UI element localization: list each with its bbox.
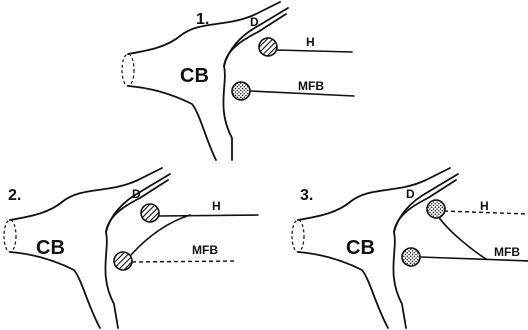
panel-2: 2. CB D H MFB <box>3 167 259 329</box>
axon-stub-1 <box>121 53 135 87</box>
cell-body-label-2: CB <box>36 237 65 259</box>
h-axon-2 <box>157 214 259 217</box>
dendrite-label-3: D <box>406 187 415 201</box>
dendrite-label-2: D <box>132 187 141 201</box>
neuron-3 <box>291 167 459 329</box>
cell-body-label-1: CB <box>180 65 209 87</box>
h-collateral-bouton-2 <box>113 251 133 271</box>
h-bouton-2 <box>140 203 160 223</box>
panel-1: 1. CB D H MFB <box>121 1 355 161</box>
axon-stub-2 <box>3 219 17 253</box>
panel-number-1: 1. <box>196 11 209 28</box>
mfb-label-2: MFB <box>192 243 218 257</box>
h-label-3: H <box>480 199 489 213</box>
dendrite-inner-1 <box>223 13 287 67</box>
h-bouton-1 <box>258 37 278 57</box>
mfb-axon-1 <box>249 90 355 97</box>
panel-number-3: 3. <box>300 187 313 204</box>
mfb-input-1 <box>231 81 355 101</box>
dendrite-label-1: D <box>250 15 259 29</box>
h-label-2: H <box>212 199 221 213</box>
dendrite-inner-2 <box>105 179 169 233</box>
mfb-bouton-3 <box>401 247 421 267</box>
mfb-collateral-bouton-3 <box>426 199 446 219</box>
cell-body-outline-2 <box>9 167 171 329</box>
mfb-axon-3 <box>419 256 528 262</box>
h-axon-3 <box>443 210 528 215</box>
h-input-2 <box>113 203 259 271</box>
neuron-2 <box>3 167 171 329</box>
cell-body-outline-3 <box>297 167 459 329</box>
neuron-1 <box>121 1 289 161</box>
h-input-1 <box>258 37 353 57</box>
mfb-bouton-1 <box>231 81 251 101</box>
axon-stub-3 <box>291 219 305 253</box>
mfb-collateral-3 <box>437 215 487 260</box>
mfb-input-2 <box>131 260 237 263</box>
mfb-label-1: MFB <box>298 79 324 93</box>
mfb-label-3: MFB <box>494 245 520 259</box>
panel-3: 3. CB D H MFB <box>291 167 528 329</box>
h-label-1: H <box>306 35 315 49</box>
panel-number-2: 2. <box>8 187 21 204</box>
h-input-3 <box>443 210 528 215</box>
mfb-axon-2 <box>131 260 237 263</box>
cell-body-label-3: CB <box>346 237 375 259</box>
mfb-input-3 <box>401 199 528 267</box>
h-axon-1 <box>275 49 353 53</box>
h-collateral-2 <box>129 214 191 257</box>
dendrite-inner-3 <box>393 179 457 233</box>
